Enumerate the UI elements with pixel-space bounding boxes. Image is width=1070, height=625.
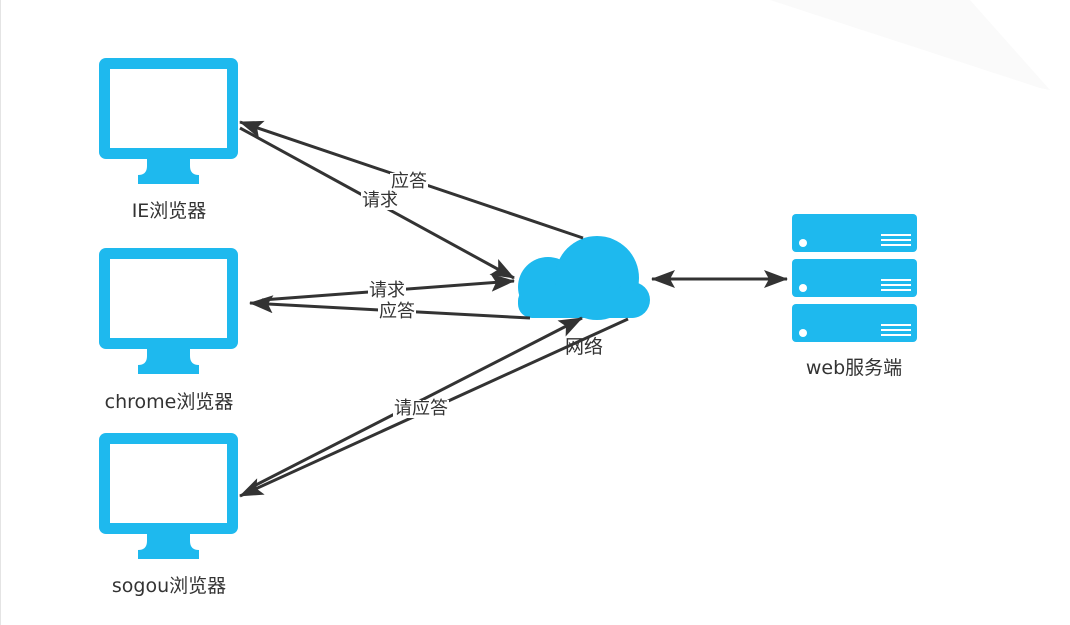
node-label-network: 网络 <box>564 336 604 358</box>
edge-label-chrome-request: 请求 <box>368 280 406 301</box>
node-sogou[interactable] <box>99 433 238 559</box>
node-label-sogou: sogou浏览器 <box>111 575 227 597</box>
cloud-icon <box>518 236 650 320</box>
node-ie[interactable] <box>99 58 238 184</box>
node-server[interactable] <box>792 214 917 342</box>
edge-label-chrome-response: 应答 <box>378 301 416 322</box>
node-label-chrome: chrome浏览器 <box>104 391 234 413</box>
node-chrome[interactable] <box>99 248 238 374</box>
edge-label-ie-response: 应答 <box>390 171 428 192</box>
node-network[interactable] <box>518 236 650 320</box>
edge-label-sogou: 请应答 <box>393 398 449 419</box>
node-label-ie: IE浏览器 <box>131 200 207 222</box>
monitor-icon <box>99 58 238 184</box>
node-label-server: web服务端 <box>805 357 903 379</box>
frame-border <box>0 0 1 625</box>
monitor-icon <box>99 248 238 374</box>
server-unit <box>792 214 917 252</box>
server-unit <box>792 304 917 342</box>
monitor-icon <box>99 433 238 559</box>
server-stack-icon <box>792 214 917 342</box>
edge-label-ie-request: 请求 <box>361 190 399 211</box>
server-unit <box>792 259 917 297</box>
